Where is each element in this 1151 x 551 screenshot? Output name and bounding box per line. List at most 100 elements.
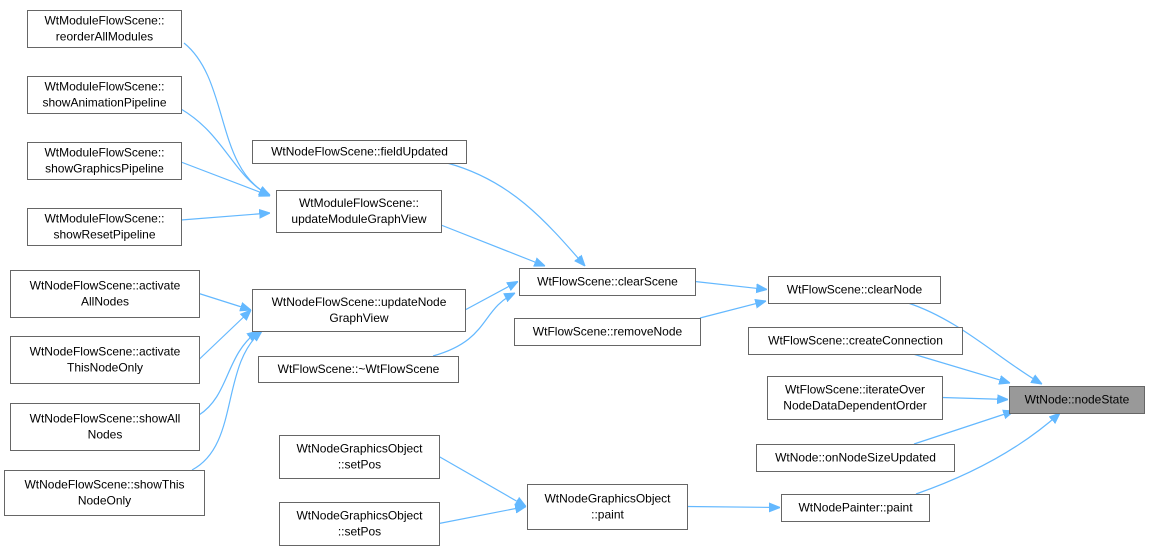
node-label-line: ThisNodeOnly — [67, 361, 143, 375]
edge-set-pos-1-to-graphics-paint — [438, 455, 526, 507]
node-label-line: WtModuleFlowScene:: — [44, 14, 164, 28]
edge-create-connection-to-node-state — [912, 353, 1010, 383]
node-label-line: ::paint — [591, 508, 624, 522]
edge-set-pos-2-to-graphics-paint — [438, 507, 526, 525]
edge-reorder-all-modules-to-update-module-graph-view — [183, 42, 270, 195]
node-label-line: WtNodeGraphicsObject — [296, 509, 423, 523]
node-box[interactable] — [10, 336, 200, 384]
node-box[interactable] — [768, 276, 941, 304]
node-label-line: WtFlowScene::clearNode — [787, 283, 923, 297]
node-box[interactable] — [4, 470, 205, 516]
node-label-line: WtNodeGraphicsObject — [296, 442, 423, 456]
node-label-line: ::setPos — [338, 525, 381, 539]
node-box[interactable] — [27, 10, 182, 48]
node-iterate-over[interactable]: WtFlowScene::iterateOverNodeDataDependen… — [767, 376, 943, 420]
node-label-line: WtNodeFlowScene::fieldUpdated — [271, 145, 448, 159]
node-label-line: GraphView — [329, 311, 388, 325]
edge-show-graphics-pipeline-to-update-module-graph-view — [180, 161, 270, 196]
node-label-line: AllNodes — [81, 295, 129, 309]
edge-graphics-paint-to-painter-paint — [686, 507, 780, 508]
node-label-line: WtNodePainter::paint — [798, 501, 913, 515]
nodes-layer: WtModuleFlowScene::reorderAllModulesWtMo… — [4, 10, 1145, 546]
node-label-line: showGraphicsPipeline — [45, 162, 164, 176]
node-label-line: WtNode::nodeState — [1025, 393, 1130, 407]
edge-iterate-over-to-node-state — [941, 398, 1008, 400]
node-box[interactable] — [27, 76, 182, 114]
node-box[interactable] — [252, 140, 467, 164]
node-node-state[interactable]: WtNode::nodeState — [1009, 386, 1145, 414]
node-box[interactable] — [767, 376, 943, 420]
node-label-line: showAnimationPipeline — [42, 96, 166, 110]
node-clear-scene[interactable]: WtFlowScene::clearScene — [519, 268, 696, 296]
node-label-line: WtNodeFlowScene::activate — [30, 279, 181, 293]
node-box[interactable] — [279, 502, 440, 546]
node-remove-node[interactable]: WtFlowScene::removeNode — [514, 318, 701, 346]
node-label-line: WtFlowScene::clearScene — [537, 275, 678, 289]
node-show-animation-pipeline[interactable]: WtModuleFlowScene::showAnimationPipeline — [27, 76, 182, 114]
node-label-line: NodeDataDependentOrder — [783, 399, 926, 413]
edge-show-reset-pipeline-to-update-module-graph-view — [180, 213, 270, 221]
node-set-pos-1[interactable]: WtNodeGraphicsObject::setPos — [279, 435, 440, 479]
node-label-line: WtModuleFlowScene:: — [44, 146, 164, 160]
node-graphics-paint[interactable]: WtNodeGraphicsObject::paint — [527, 484, 688, 530]
node-box[interactable] — [258, 356, 459, 383]
node-box[interactable] — [252, 289, 466, 332]
node-box[interactable] — [276, 190, 442, 233]
node-box[interactable] — [748, 327, 963, 355]
node-reorder-all-modules[interactable]: WtModuleFlowScene::reorderAllModules — [27, 10, 182, 48]
edge-on-node-size-updated-to-node-state — [913, 411, 1014, 445]
node-box[interactable] — [27, 142, 182, 180]
edge-update-node-graph-view-to-clear-scene — [464, 282, 518, 311]
node-destructor[interactable]: WtFlowScene::~WtFlowScene — [258, 356, 459, 383]
node-box[interactable] — [519, 268, 696, 296]
node-label-line: WtNode::onNodeSizeUpdated — [775, 451, 936, 465]
edges-layer — [180, 42, 1060, 525]
edge-show-this-node-only-to-update-node-graph-view — [191, 331, 262, 471]
node-update-module-graph-view[interactable]: WtModuleFlowScene::updateModuleGraphView — [276, 190, 442, 233]
edge-activate-all-nodes-to-update-node-graph-view — [198, 292, 251, 311]
edge-clear-node-to-node-state — [907, 302, 1042, 384]
node-box[interactable] — [10, 270, 200, 318]
node-show-reset-pipeline[interactable]: WtModuleFlowScene::showResetPipeline — [27, 208, 182, 246]
node-label-line: WtNodeFlowScene::showAll — [30, 412, 181, 426]
node-label-line: WtFlowScene::iterateOver — [785, 383, 925, 397]
node-label-line: WtModuleFlowScene:: — [44, 80, 164, 94]
node-box[interactable] — [781, 494, 930, 522]
node-label-line: WtFlowScene::removeNode — [533, 325, 683, 339]
node-label-line: ::setPos — [338, 458, 381, 472]
node-box[interactable] — [756, 444, 955, 472]
node-box[interactable] — [514, 318, 701, 346]
node-label-line: updateModuleGraphView — [291, 212, 427, 226]
node-label-line: WtFlowScene::createConnection — [768, 334, 943, 348]
node-label-line: WtFlowScene::~WtFlowScene — [278, 362, 440, 376]
edge-clear-scene-to-clear-node — [694, 280, 767, 290]
node-label-line: NodeOnly — [78, 494, 131, 508]
node-set-pos-2[interactable]: WtNodeGraphicsObject::setPos — [279, 502, 440, 546]
node-box[interactable] — [10, 403, 200, 451]
node-label-line: Nodes — [88, 428, 123, 442]
node-label-line: WtModuleFlowScene:: — [299, 196, 419, 210]
node-clear-node[interactable]: WtFlowScene::clearNode — [768, 276, 941, 304]
edge-show-all-nodes-to-update-node-graph-view — [198, 331, 258, 416]
node-box[interactable] — [1009, 386, 1145, 414]
node-box[interactable] — [279, 435, 440, 479]
node-on-node-size-updated[interactable]: WtNode::onNodeSizeUpdated — [756, 444, 955, 472]
node-painter-paint[interactable]: WtNodePainter::paint — [781, 494, 930, 522]
node-create-connection[interactable]: WtFlowScene::createConnection — [748, 327, 963, 355]
node-label-line: showResetPipeline — [53, 228, 155, 242]
edge-activate-this-node-only-to-update-node-graph-view — [198, 310, 251, 360]
node-label-line: WtNodeFlowScene::showThis — [24, 478, 184, 492]
node-box[interactable] — [27, 208, 182, 246]
edge-destructor-to-clear-scene — [432, 293, 515, 357]
node-field-updated[interactable]: WtNodeFlowScene::fieldUpdated — [252, 140, 467, 164]
node-label-line: WtModuleFlowScene:: — [44, 212, 164, 226]
node-box[interactable] — [527, 484, 688, 530]
edge-update-module-graph-view-to-clear-scene — [440, 224, 545, 266]
node-show-graphics-pipeline[interactable]: WtModuleFlowScene::showGraphicsPipeline — [27, 142, 182, 180]
